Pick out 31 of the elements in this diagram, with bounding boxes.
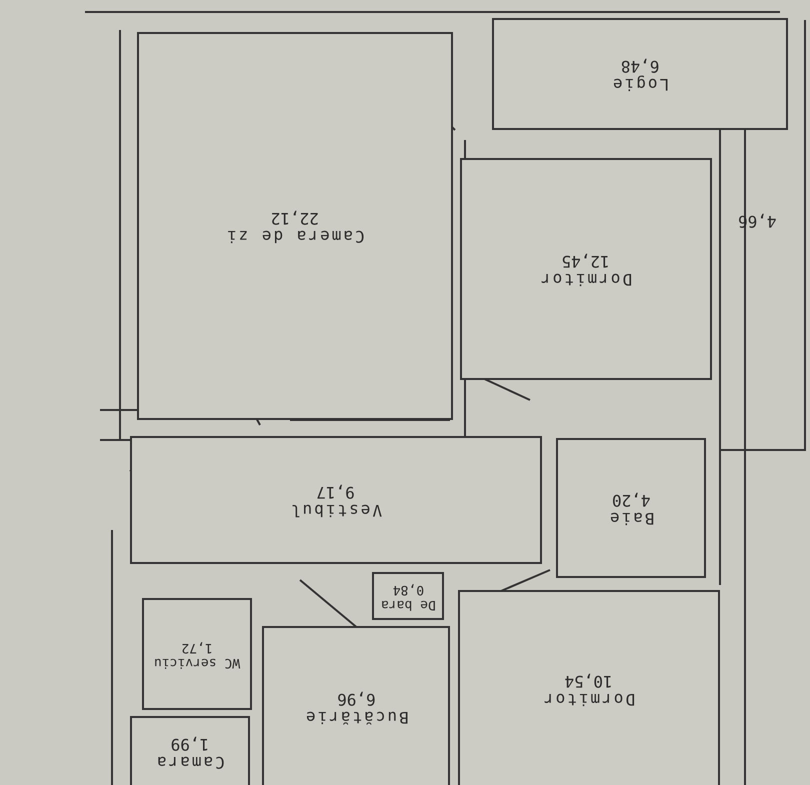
room-name: Camera de zi — [225, 226, 365, 244]
room-area: 1,72 — [181, 639, 213, 654]
room-outline — [458, 590, 720, 785]
room-name: WC serviciu — [154, 654, 240, 669]
room-area: 1,99 — [170, 734, 210, 752]
room-outline — [556, 438, 706, 578]
room-outline — [372, 572, 444, 620]
room-area: 6,48 — [620, 56, 660, 74]
room-outline — [262, 626, 450, 785]
room-name: Camara — [155, 752, 225, 770]
room-area: 10,54 — [564, 670, 614, 689]
dimension-text: 4,66 — [738, 212, 777, 231]
room-name: Dormitor — [539, 269, 633, 288]
room-area: 22,12 — [270, 208, 320, 226]
room-area: 6,96 — [336, 688, 376, 707]
room-name: Bucătărie — [304, 707, 408, 726]
room-outline — [492, 18, 788, 130]
room-outline — [142, 598, 252, 710]
room-name: Logie — [610, 74, 670, 92]
room-name: De bara — [380, 596, 436, 611]
room-outline — [137, 32, 453, 420]
room-outline — [130, 436, 542, 564]
room-area: 4,20 — [612, 490, 650, 508]
room-area: 12,45 — [562, 250, 610, 269]
room-area: 9,17 — [316, 482, 356, 500]
room-name: Dormitor — [542, 689, 636, 708]
room-area: 0,84 — [392, 581, 424, 596]
room-outline — [130, 716, 250, 785]
room-outline — [460, 158, 712, 380]
room-name: Baie — [608, 508, 654, 526]
room-name: Vestibul — [289, 500, 383, 518]
